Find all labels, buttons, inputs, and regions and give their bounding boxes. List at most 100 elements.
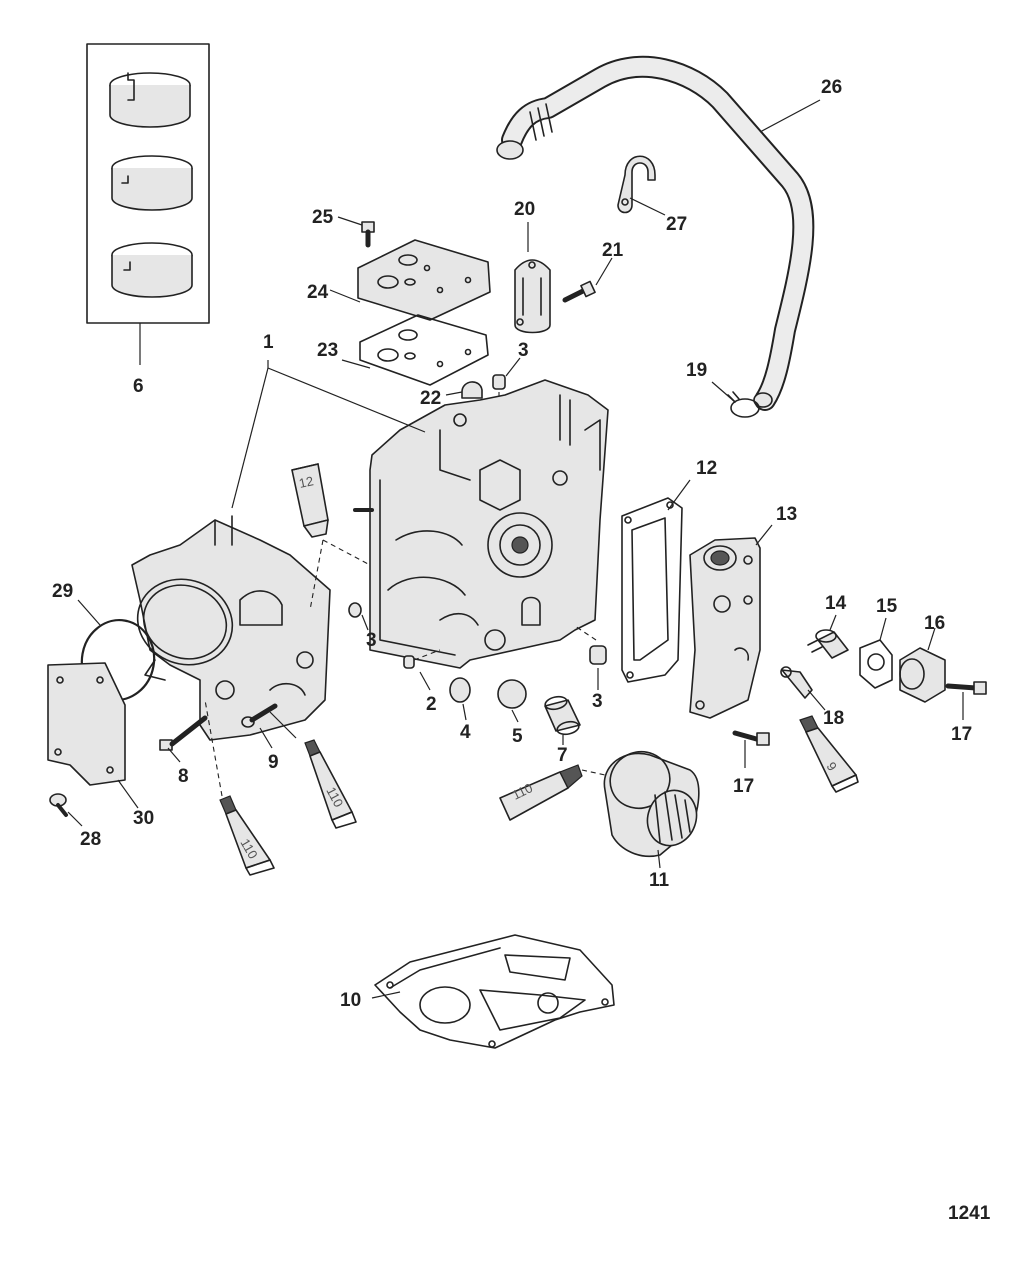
callout-21: 21: [602, 240, 624, 261]
bearing-shell-2: [111, 155, 193, 211]
thermostat-gasket: [859, 639, 893, 689]
callout-18: 18: [823, 708, 844, 729]
callout-9: 9: [268, 752, 279, 773]
leader-4: [462, 703, 467, 721]
leader-16: [927, 627, 936, 651]
callout-3-top: 3: [518, 340, 529, 361]
crankcase-cover: [131, 515, 331, 741]
callout-24: 24: [307, 282, 329, 303]
leader-12: [667, 479, 691, 511]
callout-17-left: 17: [733, 776, 754, 797]
sealant-path-left: [204, 699, 223, 797]
end-cap-bolt: [49, 793, 68, 817]
callout-10: 10: [340, 990, 361, 1011]
thermostat-cover: [899, 647, 946, 703]
callout-25: 25: [312, 207, 334, 228]
end-cap-plate: [47, 662, 126, 786]
exhaust-cover: [689, 537, 761, 719]
cylinder-block: [353, 379, 609, 669]
dowel-left: [348, 602, 362, 618]
leader-19: [711, 381, 736, 403]
sealant-tube-9: 9: [799, 715, 859, 793]
dowel-pin-2: [403, 649, 441, 669]
sleeve-7: [544, 695, 581, 736]
callout-2: 2: [426, 694, 437, 715]
leader-26: [759, 99, 821, 133]
cover-gasket: [359, 314, 489, 386]
vent-hose: [496, 55, 815, 411]
callout-1: 1: [263, 332, 274, 353]
sealant-tube-110-middle: 110: [304, 739, 357, 829]
leader-3-top: [505, 357, 521, 377]
callout-4: 4: [460, 722, 471, 743]
cover-bolt-right: [945, 681, 987, 695]
callout-17-right: 17: [951, 724, 972, 745]
cover-bolt-left: [732, 730, 770, 746]
bracket-bolt: [562, 280, 596, 303]
leader-24: [329, 289, 361, 303]
hose-clamp: [727, 391, 760, 418]
sealant-tube-12: 12: [291, 463, 329, 538]
leader-5: [511, 709, 519, 723]
leader-22: [445, 391, 463, 396]
thermostat-fitting: [807, 629, 849, 659]
hose-clip: [617, 155, 656, 214]
callout-14: 14: [825, 593, 847, 614]
callout-7: 7: [557, 745, 568, 766]
leader-23: [341, 359, 371, 369]
temperature-sender: [780, 666, 813, 699]
cover-plate: [357, 239, 491, 321]
leader-1-head: [231, 367, 269, 509]
leader-27: [629, 197, 666, 216]
bearing-set-frame: [86, 43, 210, 324]
oil-filter: [603, 750, 700, 857]
sealant-path-12: [322, 539, 371, 566]
callout-19: 19: [686, 360, 707, 381]
leader-29: [77, 599, 101, 626]
callout-6: 6: [133, 376, 144, 397]
leader-10: [371, 991, 401, 999]
cover-screw: [361, 221, 375, 248]
leader-25: [337, 216, 363, 226]
short-bolt: [241, 703, 278, 728]
bearing-shell-3: [111, 242, 193, 298]
callout-30: 30: [133, 808, 154, 829]
callout-22: 22: [420, 388, 441, 409]
callout-13: 13: [776, 504, 797, 525]
leader-2: [419, 671, 431, 691]
leader-14: [829, 614, 837, 631]
plug-4: [449, 677, 471, 703]
bearing-set-box: [86, 43, 210, 365]
callout-15: 15: [876, 596, 898, 617]
callout-16: 16: [924, 613, 945, 634]
plug-5: [497, 679, 527, 709]
callout-3-left: 3: [366, 630, 377, 651]
callout-27: 27: [666, 214, 687, 235]
callout-20: 20: [514, 199, 535, 220]
leader-30: [117, 779, 139, 809]
leader-13: [755, 524, 773, 546]
exhaust-gasket: [621, 497, 683, 683]
leader-11: [657, 849, 661, 869]
diagram-number: 1241: [948, 1203, 991, 1224]
small-clip: [461, 381, 483, 399]
tube-label-12: 12: [298, 473, 315, 491]
callout-3-right: 3: [592, 691, 603, 712]
sealant-path-middle: [269, 711, 297, 739]
adapter-plate-gasket: [374, 934, 615, 1049]
long-bolt: [159, 715, 208, 751]
callout-23: 23: [317, 340, 338, 361]
callout-8: 8: [178, 766, 189, 787]
sealant-tube-110-left: 110: [219, 795, 275, 876]
callout-5: 5: [512, 726, 523, 747]
callout-11: 11: [649, 870, 670, 891]
leader-15: [879, 617, 887, 641]
callout-29: 29: [52, 581, 73, 602]
leader-1-block: [267, 360, 426, 433]
callout-12: 12: [696, 458, 717, 479]
leader-21: [595, 257, 613, 286]
strap-bracket: [514, 259, 551, 334]
leader-3-left: [361, 614, 369, 631]
sealant-tube-110-filter: 110: [499, 764, 583, 821]
